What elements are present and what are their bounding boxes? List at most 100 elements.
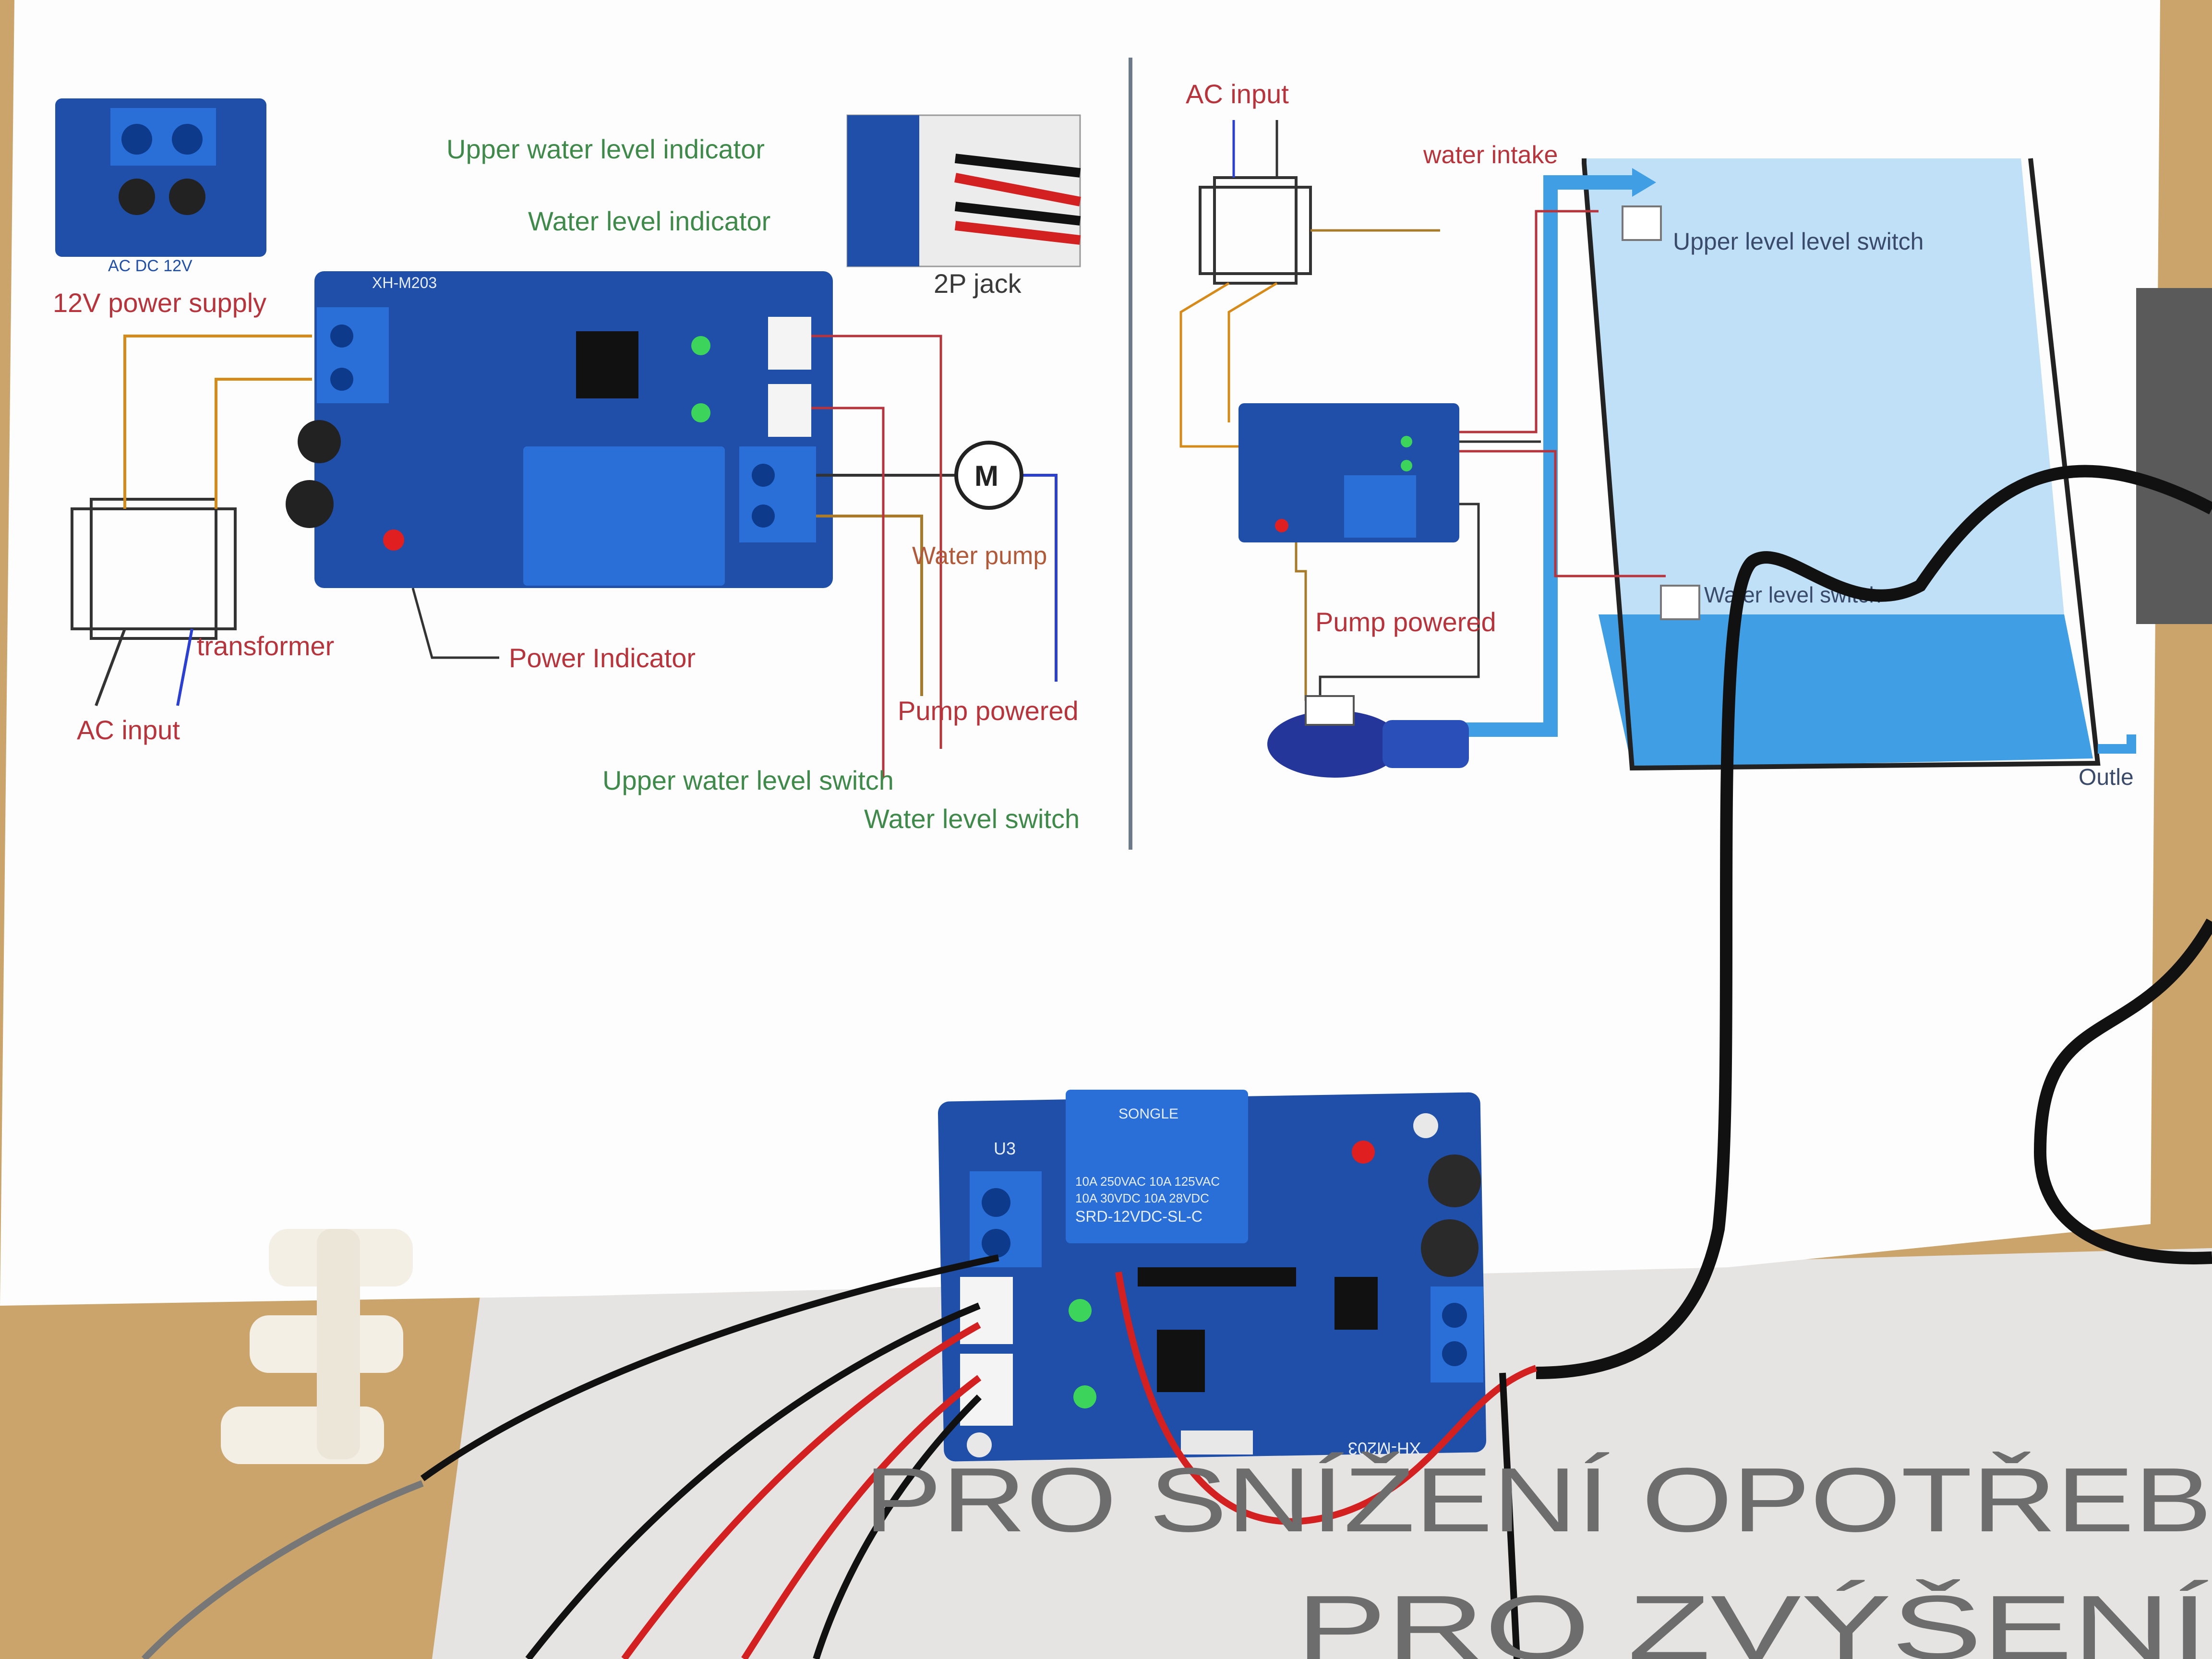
ic-chip bbox=[576, 331, 638, 398]
terminal-screw bbox=[982, 1229, 1010, 1258]
diagram-wire bbox=[1179, 282, 1238, 448]
connector-label: U3 bbox=[994, 1139, 1016, 1158]
transformer-core bbox=[1213, 176, 1298, 285]
water-tank-low-water bbox=[1599, 614, 2093, 768]
red-led bbox=[383, 529, 404, 551]
label-power-supply: 12V power supply bbox=[53, 288, 266, 318]
terminal-screw bbox=[982, 1188, 1010, 1217]
jack-wire-red bbox=[954, 173, 1081, 206]
capacitor bbox=[286, 480, 334, 528]
diagram-wire bbox=[176, 628, 193, 706]
capacitor bbox=[298, 420, 341, 463]
water-tank-fill bbox=[1584, 158, 2064, 763]
green-led bbox=[1401, 436, 1412, 447]
banner-line-2: PRO ZVÝŠENÍ bbox=[1296, 1577, 2208, 1659]
left-diagram: AC DC 12V XH-M203 bbox=[53, 98, 1081, 834]
label-upper-switch: Upper level level switch bbox=[1673, 228, 1923, 255]
grey-wire bbox=[141, 1480, 424, 1659]
terminal-screw bbox=[1442, 1341, 1467, 1366]
physical-relay-board: SONGLE 10A 250VAC 10A 125VAC 10A 30VDC 1… bbox=[938, 1090, 1487, 1462]
diagram-wire bbox=[215, 378, 312, 509]
intake-arrow bbox=[1632, 168, 1656, 197]
terminal-screw bbox=[330, 325, 353, 348]
label-transformer: transformer bbox=[197, 631, 334, 661]
capacitor bbox=[169, 179, 205, 215]
ic-chip bbox=[1157, 1330, 1205, 1392]
label-jack: 2P jack bbox=[934, 268, 1022, 299]
diagram-wire bbox=[1227, 282, 1278, 422]
power-module-label: AC DC 12V bbox=[108, 257, 192, 275]
label-ac-input: AC input bbox=[1186, 79, 1289, 109]
relay bbox=[1066, 1090, 1248, 1243]
jack-wire-red bbox=[954, 221, 1081, 245]
upper-level-float bbox=[1622, 205, 1662, 241]
black-wire bbox=[420, 1254, 999, 1481]
outlet-pipe bbox=[2098, 734, 2136, 754]
dark-corner bbox=[2136, 288, 2212, 624]
diagram-wire bbox=[411, 588, 499, 659]
lower-level-float bbox=[1660, 585, 1700, 620]
label-pump-powered: Pump powered bbox=[898, 696, 1079, 726]
sensor-cable-black bbox=[2033, 918, 2212, 1264]
terminal-screw bbox=[752, 464, 775, 487]
terminal-screw bbox=[172, 124, 203, 155]
relay-model: SRD-12VDC-SL-C bbox=[1075, 1208, 1202, 1225]
jack-photo-board bbox=[847, 115, 919, 266]
label-power-indicator: Power Indicator bbox=[509, 643, 696, 673]
transformer-core bbox=[90, 498, 217, 640]
label-water-intake: water intake bbox=[1423, 141, 1558, 169]
capacitor bbox=[1421, 1219, 1479, 1277]
relay-rating-1: 10A 250VAC 10A 125VAC bbox=[1075, 1174, 1220, 1189]
jack-wire-black bbox=[954, 202, 1081, 226]
green-led bbox=[1073, 1385, 1096, 1408]
board-name: XH-M203 bbox=[372, 274, 437, 291]
water-pump-box bbox=[1305, 695, 1355, 726]
water-pump bbox=[1267, 710, 1402, 778]
transformer-symbol bbox=[71, 507, 237, 630]
relay-small bbox=[1344, 475, 1416, 538]
jack-connector bbox=[768, 317, 811, 370]
red-led bbox=[1275, 519, 1288, 532]
right-diagram: AC input water intake Upper level level … bbox=[1179, 79, 2136, 790]
jack-wire-black bbox=[954, 154, 1081, 178]
screw-terminal bbox=[1431, 1286, 1483, 1382]
diagram-wire bbox=[95, 628, 126, 707]
label-water-indicator: Water level indicator bbox=[528, 206, 770, 236]
white-terminal-block bbox=[221, 1229, 413, 1464]
sensor-cable-black bbox=[1536, 465, 2212, 1379]
red-wire bbox=[741, 1375, 982, 1659]
diagram-wire bbox=[1319, 503, 1480, 710]
relay bbox=[523, 446, 725, 586]
relay-rating-2: 10A 30VDC 10A 28VDC bbox=[1075, 1191, 1209, 1205]
green-led bbox=[1069, 1299, 1092, 1322]
board-name: XH-M203 bbox=[1348, 1439, 1421, 1458]
board-terminal bbox=[739, 446, 816, 542]
diagram-wire bbox=[816, 515, 923, 696]
mount-hole bbox=[1413, 1113, 1438, 1138]
green-led bbox=[1401, 460, 1412, 471]
black-wire bbox=[525, 1302, 981, 1659]
diagram-wire bbox=[1022, 474, 1058, 682]
banner-line-1: PRO SNÍŽENÍ OPOTŘEB bbox=[864, 1449, 2212, 1551]
diagram-wire bbox=[1295, 542, 1307, 701]
label-water-pump: Water pump bbox=[912, 542, 1047, 570]
regulator bbox=[1334, 1277, 1378, 1330]
red-wire bbox=[621, 1322, 981, 1659]
red-wire bbox=[1115, 1271, 1538, 1525]
red-led bbox=[1352, 1141, 1375, 1164]
capacitor bbox=[1428, 1154, 1481, 1207]
label-outlet: Outle bbox=[2079, 765, 2134, 790]
black-wire bbox=[813, 1395, 982, 1659]
label-ac-input: AC input bbox=[77, 715, 180, 745]
terminal-screw bbox=[121, 124, 152, 155]
board-terminal bbox=[317, 307, 389, 403]
terminal-screw bbox=[1442, 1303, 1467, 1328]
terminal-screw bbox=[752, 505, 775, 528]
header-pins bbox=[1181, 1431, 1253, 1455]
relay-brand: SONGLE bbox=[1118, 1106, 1178, 1122]
motor-symbol-label: M bbox=[974, 460, 998, 492]
transistor-row bbox=[1138, 1267, 1296, 1286]
water-pump-body bbox=[1382, 720, 1469, 768]
diagram-wire bbox=[123, 335, 312, 509]
